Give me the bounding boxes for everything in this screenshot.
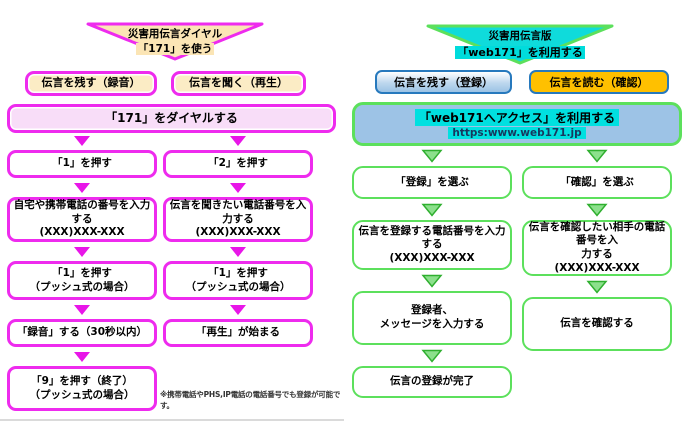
- flow-arrow-down-icon: [72, 245, 92, 258]
- play-step-box: 「1」を押す （プッシュ式の場合）: [163, 261, 313, 300]
- register-step-box: 「登録」を選ぶ: [352, 166, 512, 199]
- confirm-step-box: 伝言を確認したい相手の電話番号を入 力する (XXX)XXX-XXX: [522, 220, 672, 276]
- flow-arrow-down-icon: [228, 134, 248, 147]
- record-step-box: 自宅や携帯電話の番号を入力する (XXX)XXX-XXX: [7, 197, 157, 242]
- register-step-box: 伝言を登録する電話番号を入力する (XXX)XXX-XXX: [352, 220, 512, 270]
- register-header-box: 伝言を残す（登録）: [375, 70, 512, 94]
- flow-arrow-down-icon: [72, 181, 92, 194]
- register-step-box: 伝言の登録が完了: [352, 366, 512, 398]
- dial171-panel: 災害用伝言ダイヤル 「171」を使う 伝言を残す（録音） 伝言を聞く（再生） 「…: [0, 22, 344, 421]
- flow-arrow-down-icon: [72, 134, 92, 147]
- register-step-box: 登録者、 メッセージを入力する: [352, 291, 512, 345]
- flow-arrow-down-icon: [72, 303, 92, 316]
- web171-panel: 災害用伝言版 「web171」を利用する 伝言を残す（登録） 伝言を読む（確認）…: [345, 0, 690, 432]
- bottom-divider: [0, 419, 344, 421]
- flow-arrow-down-icon: [228, 303, 248, 316]
- web171-access-box: 「web171へアクセス」を利用する https:www.web171.jp: [352, 102, 682, 146]
- confirm-column: 「確認」を選ぶ 伝言を確認したい相手の電話番号を入 力する (XXX)XXX-X…: [522, 148, 672, 351]
- flow-arrow-down-icon: [586, 279, 608, 294]
- record-step-box: 「9」を押す（終了） （プッシュ式の場合）: [7, 366, 157, 411]
- play-step-box: 「再生」が始まる: [163, 319, 313, 347]
- web171-banner-triangle-icon: [426, 24, 614, 65]
- read-header-box: 伝言を読む（確認）: [529, 70, 669, 94]
- web171-access-label: 「web171へアクセス」を利用する: [414, 109, 620, 126]
- footnote: ※携帯電話やPHS,IP電話の電話番号でも登録が可能です。: [160, 390, 341, 410]
- flow-arrow-down-icon: [586, 202, 608, 217]
- register-column: 「登録」を選ぶ 伝言を登録する電話番号を入力する (XXX)XXX-XXX 登録…: [352, 148, 512, 398]
- dial171-banner-triangle-icon: [86, 22, 264, 61]
- web171-title-line2: 「web171」を利用する: [455, 46, 585, 59]
- flow-arrow-down-icon: [72, 350, 92, 363]
- confirm-step-box: 伝言を確認する: [522, 297, 672, 351]
- confirm-step-box: 「確認」を選ぶ: [522, 166, 672, 199]
- flow-arrow-down-icon: [421, 202, 443, 217]
- play-column: 「2」を押す 伝言を聞きたい電話番号を入力する (XXX)XXX-XXX 「1」…: [163, 134, 313, 347]
- record-column: 「1」を押す 自宅や携帯電話の番号を入力する (XXX)XXX-XXX 「1」を…: [7, 134, 157, 411]
- flow-arrow-down-icon: [421, 273, 443, 288]
- dial171-title-line2: 「171」を使う: [135, 43, 215, 55]
- dial-171-box: 「171」をダイヤルする: [7, 104, 336, 133]
- flow-arrow-down-icon: [228, 181, 248, 194]
- record-step-box: 「1」を押す: [7, 150, 157, 178]
- web171-url: https:www.web171.jp: [448, 127, 586, 139]
- flow-arrow-down-icon: [421, 148, 443, 163]
- play-step-box: 「2」を押す: [163, 150, 313, 178]
- play-step-box: 伝言を聞きたい電話番号を入力する (XXX)XXX-XXX: [163, 197, 313, 242]
- record-header-box: 伝言を残す（録音）: [25, 71, 157, 96]
- flow-arrow-down-icon: [421, 348, 443, 363]
- play-header-box: 伝言を聞く（再生）: [171, 71, 306, 96]
- flow-arrow-down-icon: [586, 148, 608, 163]
- record-step-box: 「1」を押す （プッシュ式の場合）: [7, 261, 157, 300]
- flow-arrow-down-icon: [228, 245, 248, 258]
- dial171-title-line1: 災害用伝言ダイヤル: [127, 28, 223, 40]
- web171-title-line1: 災害用伝言版: [488, 30, 552, 42]
- record-step-box: 「録音」する（30秒以内）: [7, 319, 157, 347]
